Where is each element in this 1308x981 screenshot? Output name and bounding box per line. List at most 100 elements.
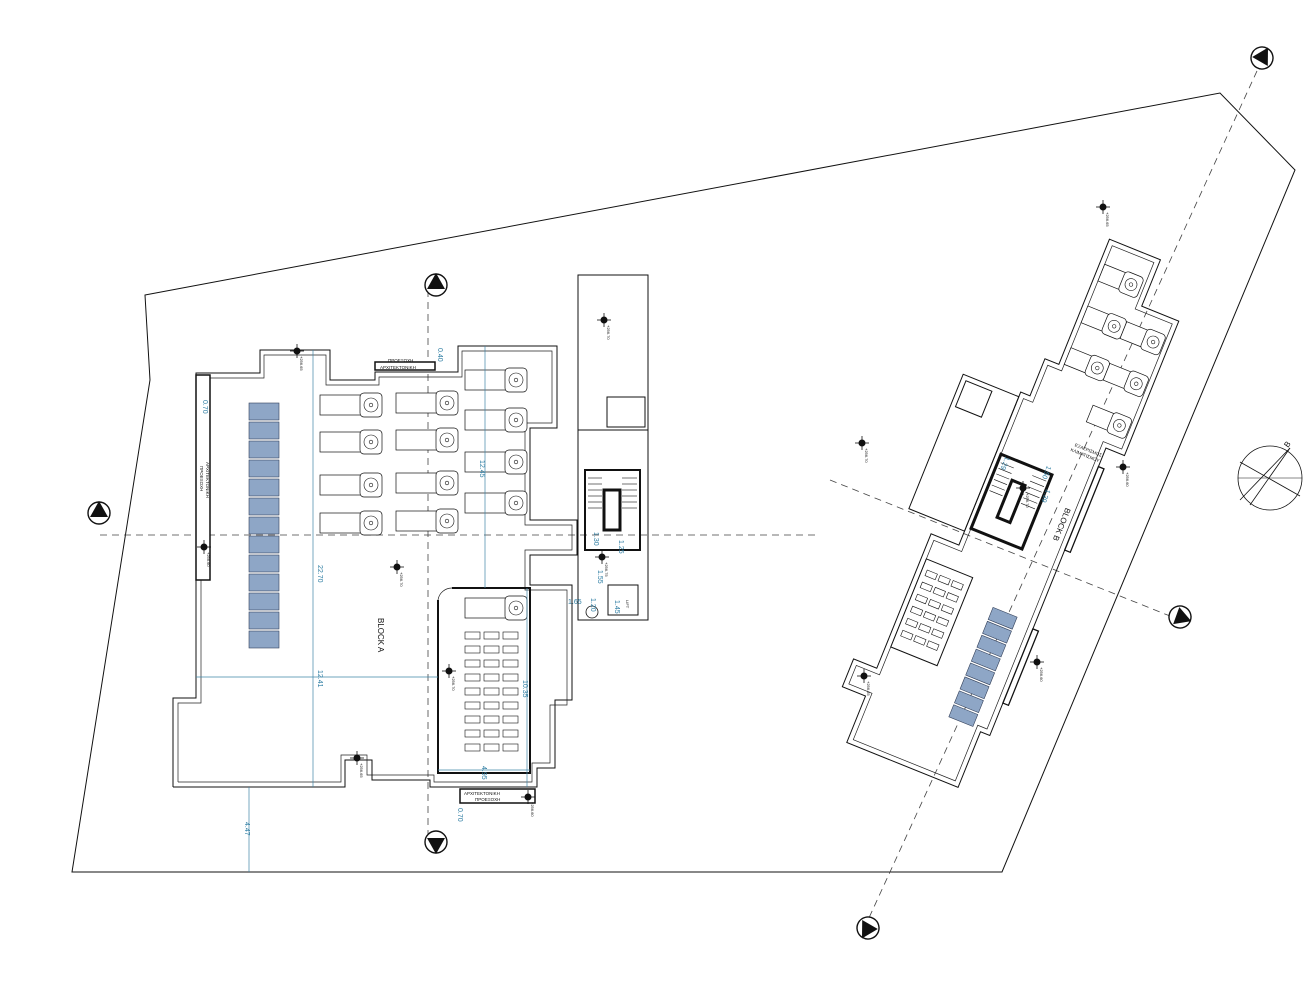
solar-panel xyxy=(248,630,280,649)
block-a: 22.70 12.41 12.45 10.35 4.95 4.47 0.70 0… xyxy=(172,345,578,872)
dim-text-040: 0.40 xyxy=(436,348,443,362)
equipment-unit xyxy=(502,729,519,738)
stair-tread xyxy=(1027,486,1042,493)
stair-tread xyxy=(993,479,1008,485)
stair-tread xyxy=(996,473,1010,480)
level-marker-icon: +256.60 xyxy=(521,790,535,817)
ac-unit xyxy=(395,470,459,496)
equipment-unit xyxy=(950,580,964,591)
level-marker-label: +256.70 xyxy=(1025,493,1030,508)
dim-text-1241: 12.41 xyxy=(316,670,323,688)
solar-panel xyxy=(959,676,990,700)
equipment-unit xyxy=(931,628,945,639)
ac-unit-hub xyxy=(444,437,450,443)
solar-panel xyxy=(970,648,1001,672)
equipment-unit xyxy=(502,715,519,724)
note-arch-bottom-1: ΑΡΧΙΤΕΚΤΟΝΙΚΗ xyxy=(464,791,500,796)
ac-unit-hub xyxy=(444,518,450,524)
ac-unit xyxy=(395,390,459,416)
ac-unit xyxy=(464,490,528,516)
section-marker-label: Α - Α xyxy=(95,512,104,517)
dim-text-070-bottom: 0.70 xyxy=(456,808,463,822)
equipment-unit xyxy=(502,645,519,654)
level-markers: +256.65 +256.70 +256.60 +256.70 +256.70 +256.… xyxy=(197,200,1130,817)
equipment-unit xyxy=(937,574,951,586)
ac-unit-fan xyxy=(1124,278,1138,291)
ac-unit-hub xyxy=(513,459,519,465)
level-marker-label: +256.65 xyxy=(866,681,871,696)
ac-unit-fan xyxy=(508,412,524,428)
equipment-unit xyxy=(502,631,519,640)
level-marker-label: +256.60 xyxy=(530,802,535,817)
central-core: 1.55 1.20 1.65 1.45 1.30 1.25 LIFT xyxy=(568,274,649,621)
ac-unit xyxy=(464,407,528,433)
note-arch-left-2: ΠΡΟΕΞΟΧΗ xyxy=(199,466,204,491)
dim-text-139: 1.39 xyxy=(1039,488,1051,503)
equipment-unit xyxy=(483,729,500,738)
ac-unit-fan xyxy=(363,397,379,413)
stair-tread xyxy=(1025,491,1040,499)
lift-box xyxy=(607,584,639,616)
block-b-solar-panels xyxy=(948,607,1018,727)
ac-unit xyxy=(464,449,528,475)
dim-text-129: 1.29 xyxy=(999,455,1011,470)
ac-unit xyxy=(395,427,459,453)
equipment-unit xyxy=(483,673,500,682)
dim-text-125: 1.25 xyxy=(617,540,624,554)
level-marker-label: +256.65 xyxy=(1105,212,1110,227)
ac-unit-hub xyxy=(368,439,374,445)
block-a-top-parapet xyxy=(374,361,436,371)
stair-frame xyxy=(584,469,641,551)
solar-panel xyxy=(982,620,1012,644)
ac-unit-fan-housing xyxy=(1140,328,1166,356)
block-b-equipment-grid xyxy=(900,569,964,651)
ac-unit-fan xyxy=(439,432,455,448)
ac-unit-fan-housing xyxy=(504,490,528,516)
dim-text-447: 4.47 xyxy=(243,822,250,836)
stair-tread xyxy=(1000,462,1014,469)
equipment-unit xyxy=(924,569,938,581)
equipment-unit xyxy=(927,598,942,610)
ac-unit-hub xyxy=(513,500,519,506)
block-a-inner-outline xyxy=(177,350,573,783)
block-b-west-annex xyxy=(908,373,1020,532)
ac-unit xyxy=(1119,321,1166,356)
ac-unit xyxy=(1085,404,1132,439)
solar-panel xyxy=(248,402,280,421)
ac-unit-fan-housing xyxy=(359,429,383,455)
equipment-unit xyxy=(900,629,914,641)
level-marker-icon: +256.70 xyxy=(390,560,404,587)
section-marker-label: Α - Α xyxy=(1175,612,1183,622)
equipment-unit xyxy=(502,659,519,668)
dim-text-165: 1.65 xyxy=(568,599,582,606)
level-marker-label: +256.70 xyxy=(864,448,869,463)
section-marker-arrow xyxy=(1173,607,1192,625)
dim-text-1035: 10.35 xyxy=(521,680,528,698)
ac-unit-fan-housing xyxy=(504,449,528,475)
solar-panel xyxy=(248,535,280,554)
equipment-unit xyxy=(935,616,950,627)
level-marker-label: +256.65 xyxy=(299,356,304,371)
solar-panel xyxy=(248,554,280,573)
level-marker-label: +256.70 xyxy=(399,572,404,587)
ac-unit-fan xyxy=(508,454,524,470)
ac-unit xyxy=(464,595,528,621)
section-marker-label: Α - Α xyxy=(432,284,441,289)
ac-unit-fan xyxy=(508,495,524,511)
equipment-unit xyxy=(464,715,481,724)
ac-unit xyxy=(1102,362,1149,397)
dim-text-495: 4.95 xyxy=(480,766,487,780)
level-marker-icon: +256.60 xyxy=(1030,655,1044,682)
equipment-unit xyxy=(483,701,500,710)
equipment-unit xyxy=(483,715,500,724)
note-arch-left-1: ΑΡΧΙΤΕΚΤΟΝΙΚΗ xyxy=(205,462,210,498)
equipment-unit xyxy=(502,701,519,710)
ac-unit-fan xyxy=(1090,361,1104,375)
dim-text-070-top: 0.70 xyxy=(201,400,208,414)
block-a-ac-units xyxy=(319,367,528,621)
ac-unit-fan xyxy=(1113,419,1126,432)
ac-unit xyxy=(395,508,459,534)
equipment-unit xyxy=(464,729,481,738)
core-stair-room xyxy=(577,429,649,621)
site-boundary xyxy=(71,92,1296,873)
